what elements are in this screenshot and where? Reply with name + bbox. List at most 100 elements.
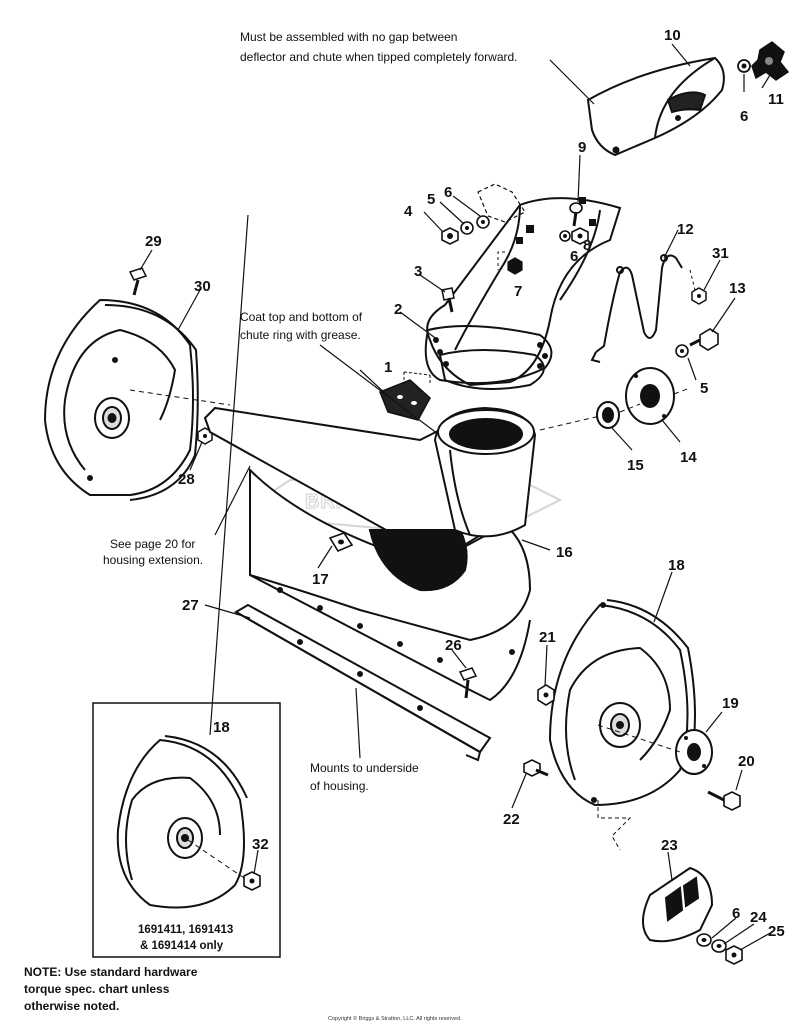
clamp-part-1 <box>379 371 431 421</box>
dashed-leader-7 <box>497 251 505 270</box>
nut-part-31 <box>691 287 707 305</box>
copyright-text: Copyright © Briggs & Stratton, LLC. All … <box>328 1015 462 1022</box>
part-number-6-right: 6 <box>570 248 578 265</box>
flange-part-19 <box>675 729 713 775</box>
dashed-leader-spring <box>689 269 696 291</box>
note-line2: torque spec. chart unless <box>24 982 170 996</box>
part-number-25: 25 <box>768 923 785 940</box>
side-plate-part-30 <box>43 298 199 501</box>
grease-note-line2: chute ring with grease. <box>240 328 361 342</box>
part-number-31: 31 <box>712 245 729 262</box>
washer-part-6-chute <box>476 215 490 229</box>
scraper-bar-part-27 <box>234 603 492 762</box>
part-number-3: 3 <box>414 263 422 280</box>
part-number-10: 10 <box>664 27 681 44</box>
nut-part-4 <box>441 227 459 245</box>
skid-shoe-part-23 <box>642 866 714 943</box>
part-number-18-inset: 18 <box>213 719 230 736</box>
washer-part-6-skid <box>696 933 712 947</box>
part-number-6-top: 6 <box>740 108 748 125</box>
deflector-note-line1: Must be assembled with no gap between <box>240 30 457 44</box>
part-number-32: 32 <box>252 836 269 853</box>
chute-ring-flange <box>424 325 553 385</box>
bolt-part-26 <box>458 667 478 699</box>
washer-part-6-right <box>559 230 571 242</box>
extension-note-line2: housing extension. <box>103 553 203 567</box>
part-number-7: 7 <box>514 283 522 300</box>
deflector-note-line2: deflector and chute when tipped complete… <box>240 50 518 64</box>
lockwasher-part-5-top <box>460 221 474 235</box>
mounts-note-line1: Mounts to underside <box>310 761 419 775</box>
part-number-6-chute: 6 <box>444 184 452 201</box>
part-number-22: 22 <box>503 811 520 828</box>
part-number-29: 29 <box>145 233 162 250</box>
part-number-27: 27 <box>182 597 199 614</box>
bolt-part-13 <box>689 328 719 351</box>
dashed-leader-skid <box>597 800 632 851</box>
part-number-20: 20 <box>738 753 755 770</box>
part-number-14: 14 <box>680 449 697 466</box>
bolt-part-20 <box>707 790 741 811</box>
lockwasher-part-5-right <box>675 344 689 358</box>
inset-side-plate-part-18 <box>116 735 248 909</box>
inset-nut-part-32 <box>243 871 261 891</box>
bolt-part-22 <box>523 759 549 777</box>
nut-part-7 <box>507 257 523 275</box>
flange-part-14 <box>625 367 675 425</box>
knob-part-11 <box>751 41 790 81</box>
part-number-26: 26 <box>445 637 462 654</box>
part-number-12: 12 <box>677 221 694 238</box>
part-number-2: 2 <box>394 301 402 318</box>
part-number-24: 24 <box>750 909 767 926</box>
inset-caption-line1: 1691411, 1691413 <box>138 924 233 936</box>
washer-part-6-top <box>737 59 751 73</box>
carriage-bolt-part-9 <box>569 202 583 227</box>
nut-part-8 <box>571 227 589 245</box>
dashed-bracket-outline <box>477 183 526 223</box>
dashed-axis-left <box>129 389 231 406</box>
part-number-6-skid: 6 <box>732 905 740 922</box>
inset-box: 1691411, 1691413 & 1691414 only <box>92 702 281 958</box>
part-number-8: 8 <box>583 237 591 254</box>
part-number-9: 9 <box>578 139 586 156</box>
extension-note-line1: See page 20 for <box>110 537 195 551</box>
side-plate-part-18 <box>548 599 696 807</box>
part-number-16: 16 <box>556 544 573 561</box>
part-number-28: 28 <box>178 471 195 488</box>
housing-part-16 <box>203 406 537 702</box>
lockwasher-part-24 <box>711 939 727 953</box>
square-nut-part-17 <box>328 532 354 553</box>
part-number-19: 19 <box>722 695 739 712</box>
part-number-1: 1 <box>384 359 392 376</box>
bolt-part-3 <box>441 287 455 313</box>
part-number-17: 17 <box>312 571 329 588</box>
part-number-15: 15 <box>627 457 644 474</box>
inset-caption-line2: & 1691414 only <box>140 940 224 952</box>
part-number-23: 23 <box>661 837 678 854</box>
nut-part-28 <box>197 427 213 445</box>
part-numbers: 1 2 3 4 5 5 6 6 6 6 7 8 9 10 11 12 13 14… <box>145 27 785 940</box>
part-number-18: 18 <box>668 557 685 574</box>
part-number-30: 30 <box>194 278 211 295</box>
part-number-5-top: 5 <box>427 191 435 208</box>
part-number-11: 11 <box>768 91 784 108</box>
part-number-5-right: 5 <box>700 380 708 397</box>
nut-part-25 <box>725 945 743 965</box>
grease-note-line1: Coat top and bottom of <box>240 310 363 324</box>
leader-lines <box>139 43 773 951</box>
deflector-part-10 <box>586 56 725 157</box>
part-number-13: 13 <box>729 280 746 297</box>
part-number-4: 4 <box>404 203 413 220</box>
bearing-part-15 <box>596 401 620 429</box>
bolt-part-29 <box>128 267 148 296</box>
spring-part-12 <box>590 254 683 363</box>
note-line1: NOTE: Use standard hardware <box>24 965 198 979</box>
nut-part-21 <box>537 684 555 706</box>
upper-chute-part-2 <box>426 197 622 390</box>
dashed-axis-right <box>539 387 691 431</box>
mounts-note-line2: of housing. <box>310 779 369 793</box>
note-line3: otherwise noted. <box>24 999 119 1013</box>
part-number-21: 21 <box>539 629 556 646</box>
